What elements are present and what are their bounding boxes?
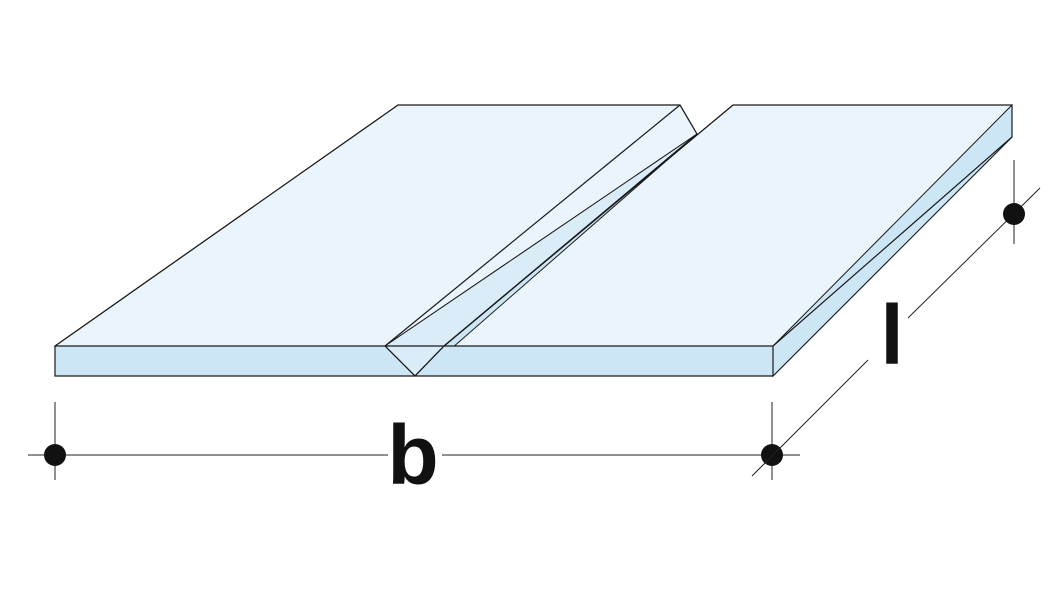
width-dimension [28,402,800,480]
width-dot-left [44,444,66,466]
length-dot-top [1003,203,1025,225]
plate-outline [54,104,1013,377]
left-plate-front-face [54,345,417,377]
length-label: l [880,288,903,382]
right-plate-front-face [413,345,774,377]
width-dot-right [761,444,783,466]
length-dimension-line-lower [751,359,869,477]
width-label: b [387,408,438,502]
